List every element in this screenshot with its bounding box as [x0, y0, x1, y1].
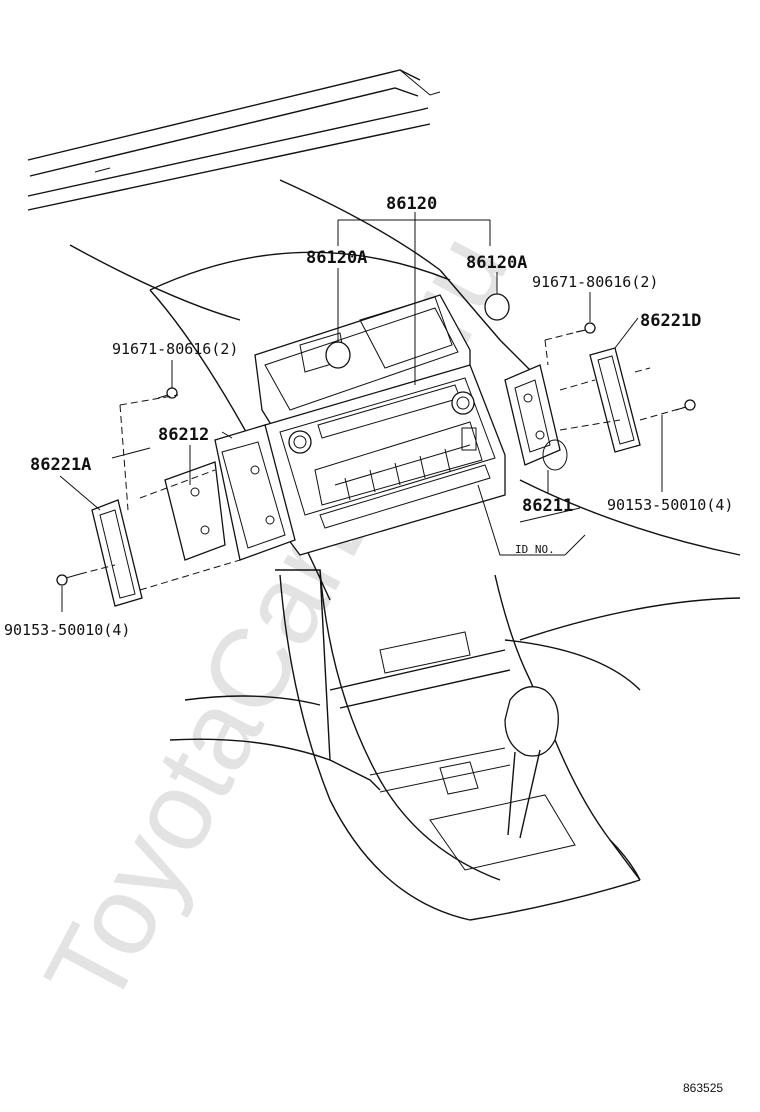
label-bolt-lower-left: 90153-50010(4): [4, 621, 130, 639]
shift-knob: [504, 686, 559, 839]
leader-lines: [59, 212, 663, 612]
bracket-left-shape: [164, 424, 296, 561]
label-screw-upper-left: 91671-80616(2): [112, 340, 238, 358]
label-bracket-left: 86212: [158, 425, 209, 445]
label-knob-left: 86120A: [306, 248, 367, 268]
label-screw-upper-right: 91671-80616(2): [532, 273, 658, 291]
label-bracket-right: 86211: [522, 496, 573, 516]
assembly-lines: [79, 329, 687, 591]
diagram-code: 863525: [683, 1081, 723, 1095]
label-radio-assembly: 86120: [386, 194, 437, 214]
trim-right-shape: [589, 347, 641, 453]
trim-left-shape: [91, 499, 143, 607]
radio-unit: [264, 364, 506, 556]
label-trim-left: 86221A: [30, 455, 91, 475]
label-knob-right: 86120A: [466, 253, 527, 273]
label-bolt-lower-right: 90153-50010(4): [607, 496, 733, 514]
knob-left-shape: [325, 341, 351, 369]
bracket-right-shape: [504, 364, 568, 471]
knob-right-shape: [484, 293, 510, 321]
label-trim-right: 86221D: [640, 311, 701, 331]
center-console: [275, 569, 641, 921]
label-id-no: ID NO.: [515, 543, 555, 556]
